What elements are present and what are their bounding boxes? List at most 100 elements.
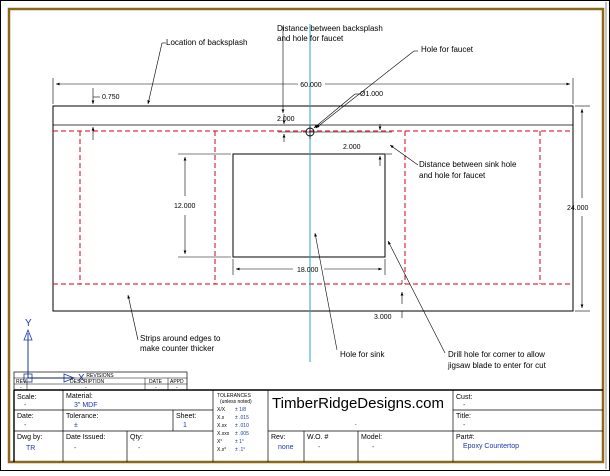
date-value: - (24, 422, 27, 429)
tolerance-value: ± 1/8 (235, 407, 246, 413)
material-value: 3" MDF (74, 402, 98, 409)
svg-text:Hole for sink: Hole for sink (340, 350, 385, 359)
note-drill-hole: Drill hole for corner to allow jigsaw bl… (387, 240, 547, 370)
svg-text:Drill hole for corner to allow: Drill hole for corner to allow (448, 350, 545, 359)
dim-overall-depth-label: 24.000 (567, 205, 589, 212)
wo-value: - (318, 444, 321, 451)
tolerance-key: X.xxx (217, 431, 230, 437)
title-block-fields: Scale: - Material: 3" MDF Date: - Tolera… (17, 393, 519, 453)
note-faucet-hole: Hole for faucet (315, 45, 474, 129)
svg-text:APPD: APPD (170, 379, 184, 385)
cust-label: Cust: (456, 394, 472, 401)
title-value: - (463, 422, 466, 429)
dim-sink-to-faucet-label: 2.000 (343, 144, 361, 151)
svg-text:jigsaw blade to enter for cut: jigsaw blade to enter for cut (447, 361, 547, 370)
drawing-border (7, 7, 605, 464)
tolerances-subtitle: (unless noted) (220, 399, 252, 405)
tolerance-key: X° (217, 439, 222, 445)
tolerance-value: ± .005 (235, 431, 249, 437)
sheet-value: 1 (183, 422, 187, 429)
revisions-table: REVISIONS REV DESCRIPTION DATE APPD - - … (13, 371, 188, 391)
tolerance-key: X.xx (217, 423, 227, 429)
strip-hidden-lines (53, 130, 573, 285)
faucet-hole (303, 125, 317, 139)
dim-sink-height-label: 12.000 (174, 203, 196, 210)
dim-strip-width-label: 3.000 (374, 314, 392, 321)
rev-value: none (278, 444, 294, 451)
svg-text:Distance between backsplash: Distance between backsplash (277, 24, 383, 33)
tolerance-value: ± .015 (235, 415, 249, 421)
date-issued-value: - (74, 445, 77, 452)
svg-text:Distance between sink hole: Distance between sink hole (419, 160, 517, 169)
model-value: - (372, 444, 375, 451)
tolerance-value: ± .1° (235, 447, 245, 453)
date-issued-label: Date Issued: (66, 434, 105, 441)
cust-value: - (463, 402, 466, 409)
dim-backsplash-depth-label: 0.750 (102, 94, 120, 101)
logo-dash: - (355, 422, 357, 428)
dim-backsplash-depth: 0.750 (91, 88, 120, 140)
dim-sink-width-label: 18.000 (297, 267, 319, 274)
axis-x-label: X (78, 373, 85, 384)
part-label: Part#: (456, 434, 475, 441)
note-sink-hole: Hole for sink (314, 232, 385, 359)
scale-label: Scale: (17, 394, 37, 401)
svg-text:Hole for faucet: Hole for faucet (421, 45, 474, 54)
svg-text:-: - (155, 385, 157, 391)
svg-text:Strips around edges to: Strips around edges to (140, 334, 221, 343)
dim-sink-to-faucet: 2.000 (316, 124, 392, 166)
note-strips: Strips around edges to make counter thic… (127, 294, 221, 353)
svg-text:DATE: DATE (149, 379, 163, 385)
dim-faucet-diameter-label: Ø1.000 (360, 91, 383, 98)
sink-cutout (232, 153, 386, 258)
tolerance-key: X.x (217, 415, 225, 421)
note-backsplash: Location of backsplash (147, 38, 247, 105)
material-label: Material: (66, 393, 93, 400)
dim-sink-height: 12.000 (174, 153, 231, 258)
tolerance-value: ± (74, 422, 78, 429)
svg-text:REV: REV (16, 379, 27, 385)
dim-strip-width: 3.000 (374, 280, 404, 321)
tolerance-key: X/X (217, 407, 226, 413)
note-faucet-distance: Distance between backsplash and hole for… (277, 24, 383, 113)
svg-text:REVISIONS: REVISIONS (86, 373, 114, 379)
dwg-by-value: TR (26, 445, 35, 452)
tolerance-value: ± .010 (235, 423, 249, 429)
part-value: Epoxy Countertop (463, 443, 519, 450)
axis-y-label: Y (25, 318, 32, 329)
svg-text:DESCRIPTION: DESCRIPTION (70, 379, 105, 385)
svg-text:make counter thicker: make counter thicker (140, 344, 215, 353)
sheet-label: Sheet: (176, 413, 196, 420)
scale-value: - (24, 402, 27, 409)
tolerance-label: Tolerance: (66, 413, 98, 420)
tolerances-title: TOLERANCES (217, 393, 251, 399)
dim-sink-width: 18.000 (232, 259, 386, 275)
rev-label: Rev: (271, 434, 285, 441)
svg-text:-: - (20, 385, 22, 391)
qty-label: Qty: (130, 434, 143, 441)
note-sink-hole-distance: Distance between sink hole and hole for … (389, 144, 517, 180)
svg-text:Location of backsplash: Location of backsplash (166, 38, 247, 47)
dim-overall-length: 60.000 (52, 78, 574, 104)
wo-label: W.O. # (307, 434, 329, 441)
dim-overall-depth: 24.000 (567, 105, 590, 312)
model-label: Model: (361, 434, 382, 441)
company-logo: TimberRidgeDesigns.com (272, 395, 444, 412)
countertop-outline (52, 105, 574, 312)
dim-backsplash-to-faucet: 2.000 (277, 114, 302, 142)
svg-text:and hole for faucet: and hole for faucet (419, 171, 486, 180)
title-block (13, 389, 603, 462)
svg-text:-: - (176, 385, 178, 391)
svg-text:and hole for faucet: and hole for faucet (277, 34, 344, 43)
dim-backsplash-to-faucet-label: 2.000 (277, 116, 295, 123)
dwg-by-label: Dwg by: (17, 434, 42, 441)
tolerance-key: X.x° (217, 447, 226, 453)
svg-text:-: - (85, 385, 87, 391)
dim-overall-length-label: 60.000 (300, 82, 322, 89)
tolerance-value: ± 1° (235, 439, 244, 445)
qty-value: - (138, 445, 141, 452)
date-label: Date: (17, 413, 34, 420)
